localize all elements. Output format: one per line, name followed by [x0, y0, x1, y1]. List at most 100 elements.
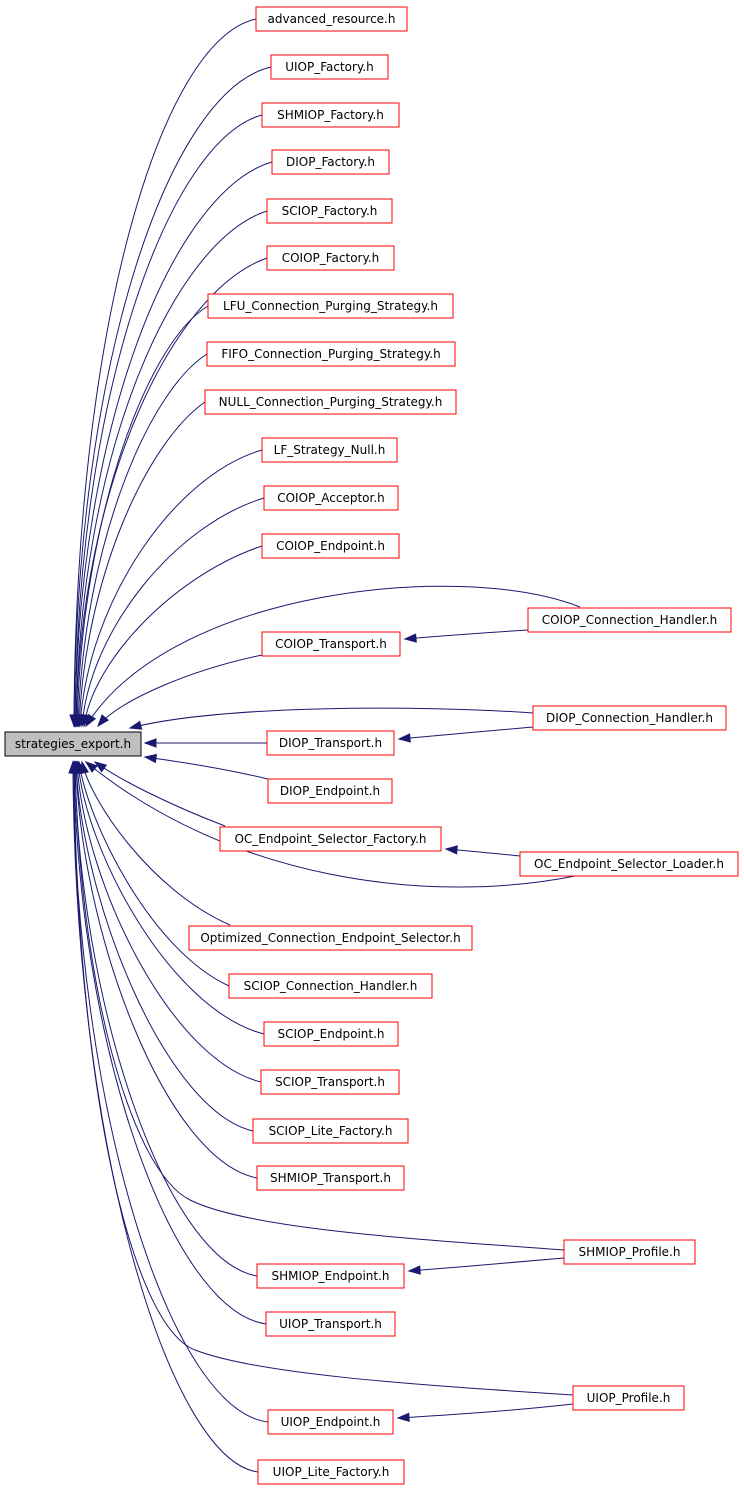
node-label-sciop_lite: SCIOP_Lite_Factory.h [269, 1124, 393, 1138]
node-sciop_factory[interactable]: SCIOP_Factory.h [266, 198, 393, 224]
node-label-coiop_factory: COIOP_Factory.h [282, 251, 380, 265]
node-sciop_lite[interactable]: SCIOP_Lite_Factory.h [252, 1118, 409, 1144]
node-box-shmiop_transport[interactable] [256, 1165, 405, 1191]
node-box-coiop_conn_handler[interactable] [527, 607, 732, 633]
node-diop_conn_handler[interactable]: DIOP_Connection_Handler.h [532, 705, 727, 731]
node-box-diop_transport[interactable] [266, 730, 395, 756]
edge-uiop_lite-to-root [72, 761, 259, 1473]
node-label-diop_transport: DIOP_Transport.h [279, 736, 382, 750]
node-lfu[interactable]: LFU_Connection_Purging_Strategy.h [207, 293, 454, 319]
node-box-sciop_lite[interactable] [252, 1118, 409, 1144]
node-label-shmiop_endpoint: SHMIOP_Endpoint.h [271, 1269, 389, 1283]
arrowhead-coiop_conn_handler-to-coiop_transport [403, 633, 417, 643]
node-shmiop_transport[interactable]: SHMIOP_Transport.h [256, 1165, 405, 1191]
edge-diop_endpoint-to-root [144, 756, 269, 780]
node-box-uiop_lite[interactable] [257, 1459, 405, 1485]
edge-sciop_endpoint-to-root [77, 761, 265, 1035]
node-box-shmiop_profile[interactable] [563, 1239, 696, 1265]
edge-oc_factory-to-root [94, 761, 226, 827]
edge-coiop_conn_handler-to-root [85, 585, 581, 727]
node-uiop_factory[interactable]: UIOP_Factory.h [270, 54, 389, 80]
node-box-advanced_resource[interactable] [255, 6, 408, 32]
arrowhead-uiop_profile-to-uiop_endpoint [396, 1412, 410, 1423]
node-box-coiop_transport[interactable] [261, 631, 401, 657]
node-diop_endpoint[interactable]: DIOP_Endpoint.h [267, 778, 393, 804]
edge-optimized-to-root [81, 761, 231, 926]
node-box-shmiop_factory[interactable] [261, 102, 400, 128]
node-box-oc_factory[interactable] [219, 826, 442, 852]
node-label-shmiop_transport: SHMIOP_Transport.h [270, 1171, 391, 1185]
node-box-uiop_transport[interactable] [265, 1311, 396, 1337]
edge-diop_factory-to-root [74, 161, 273, 727]
node-fifo[interactable]: FIFO_Connection_Purging_Strategy.h [206, 341, 456, 367]
node-label-advanced_resource: advanced_resource.h [268, 12, 396, 26]
edge-uiop_endpoint-to-root [72, 761, 269, 1423]
node-label-diop_endpoint: DIOP_Endpoint.h [280, 784, 380, 798]
node-diop_factory[interactable]: DIOP_Factory.h [271, 149, 390, 175]
node-box-uiop_factory[interactable] [270, 54, 389, 80]
node-box-sciop_factory[interactable] [266, 198, 393, 224]
edge-shmiop_transport-to-root [75, 761, 258, 1179]
node-coiop_endpoint[interactable]: COIOP_Endpoint.h [261, 533, 400, 559]
node-oc_loader[interactable]: OC_Endpoint_Selector_Loader.h [519, 851, 739, 877]
node-box-coiop_factory[interactable] [266, 245, 395, 271]
node-box-null_cps[interactable] [204, 389, 457, 415]
node-box-root[interactable] [4, 731, 142, 757]
node-coiop_conn_handler[interactable]: COIOP_Connection_Handler.h [527, 607, 732, 633]
node-box-coiop_acceptor[interactable] [263, 485, 399, 511]
node-coiop_transport[interactable]: COIOP_Transport.h [261, 631, 401, 657]
node-label-uiop_transport: UIOP_Transport.h [279, 1317, 382, 1331]
node-optimized[interactable]: Optimized_Connection_Endpoint_Selector.h [188, 925, 473, 951]
arrowhead-oc_factory-to-root [93, 761, 108, 773]
edge-shmiop_factory-to-root [74, 114, 263, 727]
node-diop_transport[interactable]: DIOP_Transport.h [266, 730, 395, 756]
edge-sciop_lite-to-root [75, 761, 254, 1132]
node-lf_null[interactable]: LF_Strategy_Null.h [261, 437, 398, 463]
node-box-sciop_endpoint[interactable] [263, 1021, 399, 1047]
node-box-sciop_conn_handler[interactable] [228, 973, 433, 999]
node-box-lf_null[interactable] [261, 437, 398, 463]
node-label-lf_null: LF_Strategy_Null.h [274, 443, 386, 457]
node-box-uiop_endpoint[interactable] [267, 1409, 394, 1435]
arrowhead-coiop_transport-to-root [97, 714, 110, 728]
node-box-fifo[interactable] [206, 341, 456, 367]
edge-coiop_endpoint-to-root [83, 545, 263, 727]
arrowhead-diop_endpoint-to-root [143, 753, 158, 764]
node-box-diop_factory[interactable] [271, 149, 390, 175]
node-oc_factory[interactable]: OC_Endpoint_Selector_Factory.h [219, 826, 442, 852]
edge-diop_conn_handler-to-diop_transport [398, 726, 534, 740]
node-label-optimized: Optimized_Connection_Endpoint_Selector.h [200, 931, 460, 945]
node-box-sciop_transport[interactable] [260, 1069, 400, 1095]
node-advanced_resource[interactable]: advanced_resource.h [255, 6, 408, 32]
nodes-layer: strategies_export.h advanced_resource.hUI… [4, 6, 739, 1485]
node-sciop_conn_handler[interactable]: SCIOP_Connection_Handler.h [228, 973, 433, 999]
node-label-shmiop_profile: SHMIOP_Profile.h [579, 1245, 681, 1259]
node-shmiop_factory[interactable]: SHMIOP_Factory.h [261, 102, 400, 128]
node-coiop_acceptor[interactable]: COIOP_Acceptor.h [263, 485, 399, 511]
node-sciop_transport[interactable]: SCIOP_Transport.h [260, 1069, 400, 1095]
node-null_cps[interactable]: NULL_Connection_Purging_Strategy.h [204, 389, 457, 415]
node-box-diop_conn_handler[interactable] [532, 705, 727, 731]
node-box-optimized[interactable] [188, 925, 473, 951]
arrowhead-oc_loader-to-root [84, 761, 98, 773]
node-sciop_endpoint[interactable]: SCIOP_Endpoint.h [263, 1021, 399, 1047]
node-box-coiop_endpoint[interactable] [261, 533, 400, 559]
node-box-lfu[interactable] [207, 293, 454, 319]
node-shmiop_profile[interactable]: SHMIOP_Profile.h [563, 1239, 696, 1265]
node-label-fifo: FIFO_Connection_Purging_Strategy.h [221, 347, 440, 361]
node-box-oc_loader[interactable] [519, 851, 739, 877]
arrowhead-diop_conn_handler-to-root [128, 720, 143, 730]
node-label-uiop_lite: UIOP_Lite_Factory.h [273, 1465, 390, 1479]
node-uiop_transport[interactable]: UIOP_Transport.h [265, 1311, 396, 1337]
node-label-sciop_conn_handler: SCIOP_Connection_Handler.h [244, 979, 418, 993]
node-box-uiop_profile[interactable] [572, 1385, 685, 1411]
node-box-diop_endpoint[interactable] [267, 778, 393, 804]
node-uiop_profile[interactable]: UIOP_Profile.h [572, 1385, 685, 1411]
node-coiop_factory[interactable]: COIOP_Factory.h [266, 245, 395, 271]
node-uiop_lite[interactable]: UIOP_Lite_Factory.h [257, 1459, 405, 1485]
node-box-shmiop_endpoint[interactable] [256, 1263, 405, 1289]
node-root[interactable]: strategies_export.h [4, 731, 142, 757]
node-uiop_endpoint[interactable]: UIOP_Endpoint.h [267, 1409, 394, 1435]
node-shmiop_endpoint[interactable]: SHMIOP_Endpoint.h [256, 1263, 405, 1289]
